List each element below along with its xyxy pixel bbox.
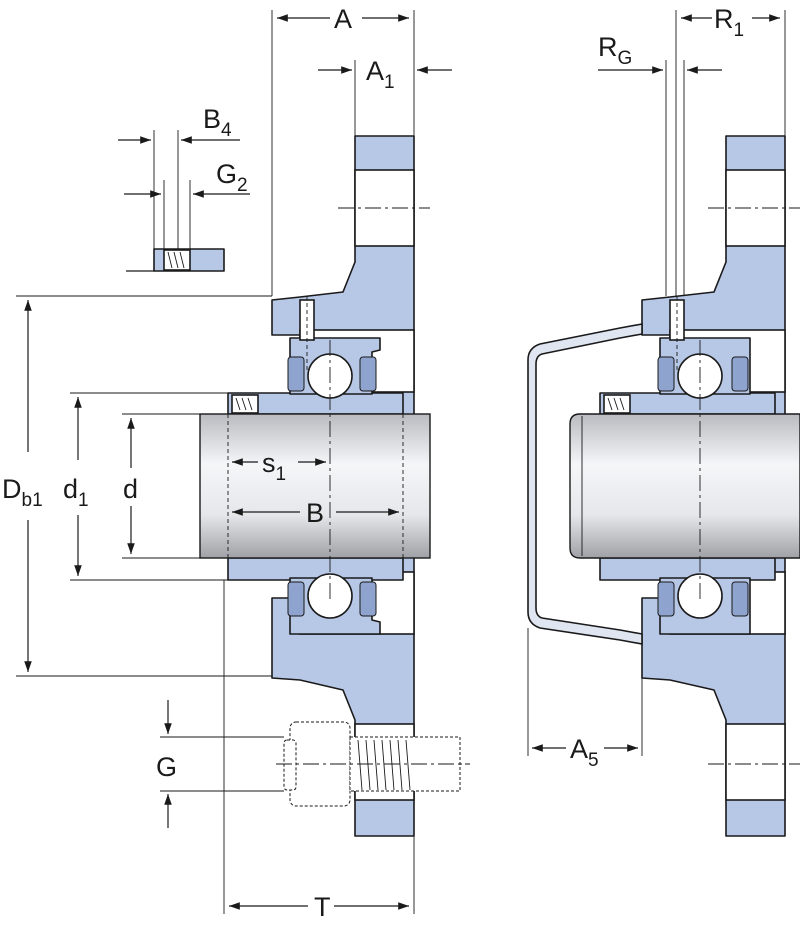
inner-ring-bottom — [227, 557, 404, 581]
label-A: A — [334, 4, 352, 34]
left-view — [16, 10, 470, 914]
label-G2: G2 — [216, 159, 248, 196]
shaft-right — [569, 413, 800, 559]
shaft — [199, 413, 431, 559]
label-R1: R1 — [714, 4, 744, 41]
label-A1: A1 — [366, 56, 395, 93]
label-d1: d1 — [63, 474, 89, 511]
set-screw — [231, 394, 259, 414]
label-B4: B4 — [203, 104, 232, 141]
label-A5: A5 — [570, 734, 599, 771]
setscrew-detail — [126, 248, 225, 272]
seal-top-right — [359, 356, 377, 392]
label-G: G — [156, 752, 177, 782]
label-RG: RG — [598, 32, 632, 69]
label-s1: s1 — [262, 448, 286, 485]
mounting-bolt — [276, 721, 470, 807]
seal-bottom-right — [359, 581, 377, 617]
right-view — [527, 10, 800, 837]
label-B: B — [306, 498, 324, 528]
seal-bottom-left — [287, 581, 305, 617]
label-d: d — [123, 474, 138, 504]
end-cover — [527, 323, 643, 645]
label-T: T — [314, 892, 331, 922]
seal-top-left — [287, 356, 305, 392]
label-Db1: Db1 — [2, 474, 43, 511]
